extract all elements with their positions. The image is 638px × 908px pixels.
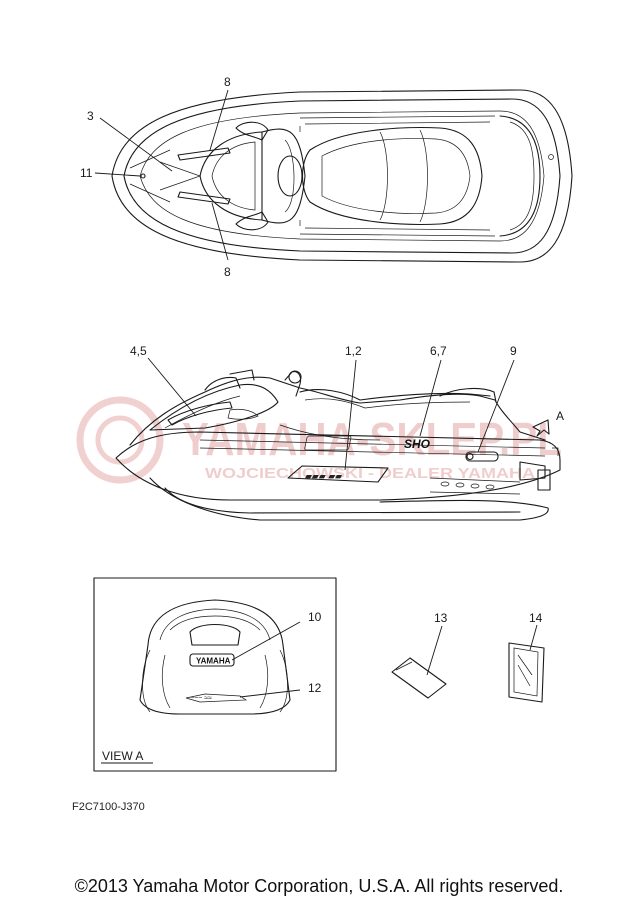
- view-a-panel: YAMAHA ~~~ ≈≈ 10 12 VIEW A: [93, 577, 337, 772]
- callout-13: 13: [434, 611, 448, 625]
- figure-code: F2C7100-J370: [72, 801, 145, 813]
- view-a-script-decal: ~~~ ≈≈: [190, 695, 212, 702]
- callout-12: 12: [308, 681, 322, 695]
- callout-10: 10: [308, 610, 322, 624]
- top-view-watercraft: [111, 89, 573, 263]
- callout-1-2: 1,2: [345, 344, 362, 358]
- callout-14: 14: [529, 611, 543, 625]
- part-14-manual: 14: [508, 611, 545, 703]
- callout-6-7: 6,7: [430, 344, 447, 358]
- parts-diagram: YAMAHA-SKLEP.PL WOJCIECHOWSKI - DEALER Y…: [72, 75, 573, 813]
- dealer-watermark: YAMAHA-SKLEP.PL WOJCIECHOWSKI - DEALER Y…: [76, 396, 562, 484]
- side-view-watercraft: ▰▰▰ ▰▰ SHO: [115, 369, 561, 521]
- callout-11: 11: [80, 166, 93, 180]
- side-decal-mark: ▰▰▰ ▰▰: [305, 471, 342, 481]
- watermark-logo-ring: [76, 396, 164, 484]
- watermark-logo-core: [95, 415, 145, 465]
- part-13-pouch: 13: [391, 611, 448, 699]
- callout-view-a: A: [556, 409, 564, 423]
- callout-3: 3: [87, 109, 94, 123]
- callout-8-bottom: 8: [224, 265, 231, 279]
- callout-9: 9: [510, 344, 517, 358]
- sho-decal-text: SHO: [404, 437, 431, 451]
- callout-4-5: 4,5: [130, 344, 147, 358]
- callout-8-top: 8: [224, 75, 231, 89]
- view-a-arrow: [532, 419, 550, 437]
- view-a-yamaha-badge: YAMAHA: [196, 657, 231, 666]
- copyright-footer: ©2013 Yamaha Motor Corporation, U.S.A. A…: [74, 876, 564, 896]
- view-a-label: VIEW A: [102, 749, 143, 763]
